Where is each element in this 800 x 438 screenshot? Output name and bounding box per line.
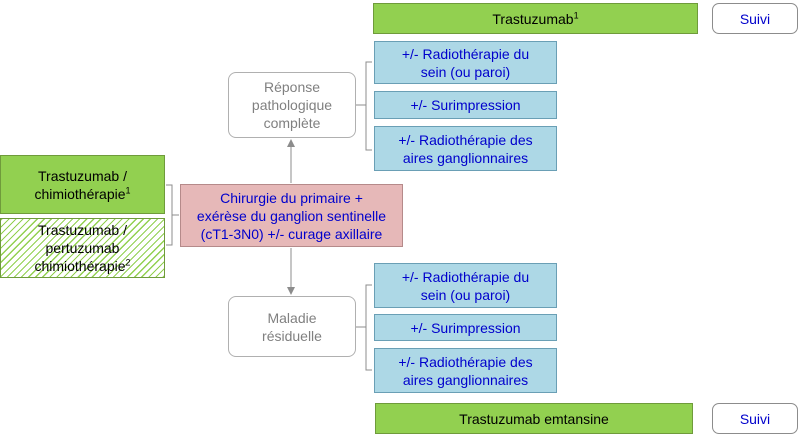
footnote-ref: 2 — [125, 257, 131, 268]
complete-response-box: Réponse pathologique complète — [228, 72, 356, 138]
residual-disease-radio-breast-line2: sein (ou paroi) — [420, 286, 511, 303]
neoadjuvant-option-1-line2: chimiothérapie — [34, 185, 126, 202]
complete-response-line2: pathologique — [251, 97, 333, 113]
residual-disease-radio-nodes-line1: +/- Radiothérapie des — [398, 353, 533, 370]
residual-disease-boost-label: +/- Surimpression — [410, 319, 521, 336]
footnote-ref: 1 — [573, 9, 579, 20]
neoadjuvant-option-2-line3: chimiothérapie — [34, 258, 126, 274]
residual-disease-radio-nodes-line2: aires ganglionnaires — [402, 371, 529, 388]
neoadjuvant-bracket — [166, 184, 173, 246]
residual-disease-radio-breast: +/- Radiothérapie du sein (ou paroi) — [374, 263, 557, 308]
complete-response-adjuvant: Trastuzumab1 — [373, 3, 698, 34]
complete-response-bracket — [365, 61, 372, 151]
complete-response-adjuvant-label: Trastuzumab — [492, 10, 574, 27]
neoadjuvant-option-2: Trastuzumab / pertuzumab chimiothérapie2 — [0, 218, 165, 278]
residual-disease-followup: Suivi — [712, 403, 798, 434]
residual-disease-boost: +/- Surimpression — [374, 314, 557, 341]
surgery-box: Chirurgie du primaire + exérèse du gangl… — [180, 184, 403, 247]
complete-response-radio-breast-line1: +/- Radiothérapie du — [401, 45, 530, 62]
residual-disease-adjuvant: Trastuzumab emtansine — [375, 403, 693, 434]
neoadjuvant-option-2-line1: Trastuzumab / — [38, 222, 127, 238]
surgery-line1: Chirurgie du primaire + — [220, 189, 363, 206]
complete-response-radio-nodes-line1: +/- Radiothérapie des — [398, 131, 533, 148]
surgery-line3: (cT1-3N0) +/- curage axillaire — [200, 225, 383, 242]
neoadjuvant-option-1-line1: Trastuzumab / — [38, 167, 127, 184]
residual-disease-adjuvant-label: Trastuzumab emtansine — [459, 410, 609, 427]
residual-disease-followup-label: Suivi — [739, 410, 771, 427]
complete-response-radio-nodes: +/- Radiothérapie des aires ganglionnair… — [374, 126, 557, 171]
residual-disease-line2: résiduelle — [262, 327, 322, 344]
residual-disease-line1: Maladie — [267, 309, 317, 326]
complete-response-radio-nodes-line2: aires ganglionnaires — [402, 149, 529, 166]
complete-response-radio-breast: +/- Radiothérapie du sein (ou paroi) — [374, 41, 557, 84]
complete-response-radio-breast-line2: sein (ou paroi) — [420, 63, 511, 80]
complete-response-boost: +/- Surimpression — [374, 91, 557, 119]
neoadjuvant-option-2-line2: pertuzumab — [45, 240, 120, 256]
residual-disease-box: Maladie résiduelle — [228, 296, 356, 357]
residual-disease-radio-nodes: +/- Radiothérapie des aires ganglionnair… — [374, 348, 557, 393]
footnote-ref: 1 — [125, 184, 131, 195]
complete-response-line3: complète — [263, 115, 321, 131]
complete-response-followup-label: Suivi — [739, 10, 771, 27]
residual-disease-bracket — [365, 284, 372, 371]
complete-response-followup: Suivi — [712, 3, 798, 34]
complete-response-boost-label: +/- Surimpression — [410, 97, 521, 113]
surgery-line2: exérèse du ganglion sentinelle — [196, 207, 387, 224]
complete-response-line1: Réponse — [263, 79, 321, 95]
neoadjuvant-option-1: Trastuzumab / chimiothérapie1 — [0, 155, 165, 214]
residual-disease-radio-breast-line1: +/- Radiothérapie du — [401, 268, 530, 285]
